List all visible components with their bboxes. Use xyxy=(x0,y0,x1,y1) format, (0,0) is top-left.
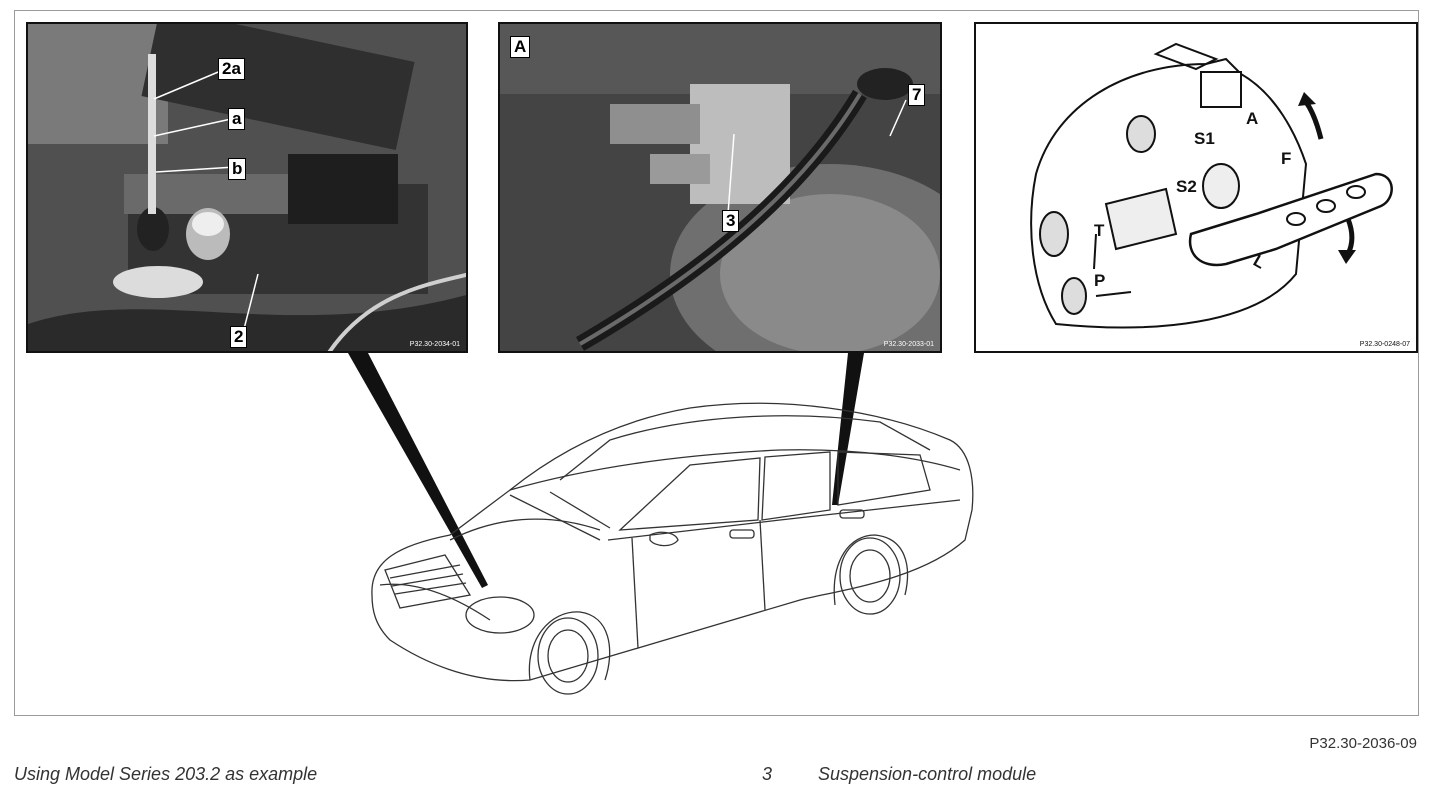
reservoir-photo: 2a a b 2 P32.30-2034-01 xyxy=(26,22,468,353)
port-f: F xyxy=(1281,149,1291,168)
callout-b: b xyxy=(228,158,247,180)
valve-drawing: S1 A F S2 T P L P32.30-0248-07 xyxy=(974,22,1418,353)
car-illustration xyxy=(371,402,974,695)
port-s2: S2 xyxy=(1176,177,1197,196)
photo-ref: P32.30-2033-01 xyxy=(883,341,934,348)
legend-text: Suspension-control module xyxy=(818,764,1037,784)
callout-a: a xyxy=(228,108,246,130)
figure-frame xyxy=(14,10,1419,716)
callout-2: 2 xyxy=(230,326,248,348)
callout-A: A xyxy=(510,36,531,58)
drawing-ref: P32.30-0248-07 xyxy=(1359,341,1410,348)
photo-ref: P32.30-2034-01 xyxy=(409,341,460,348)
figure-code: P32.30-2036-09 xyxy=(1309,735,1417,752)
callout-7: 7 xyxy=(908,84,926,106)
callout-2a: 2a xyxy=(218,58,245,80)
callout-3: 3 xyxy=(722,210,740,232)
port-t: T xyxy=(1094,221,1105,240)
legend-number: 3 xyxy=(762,764,773,784)
figure-caption: Using Model Series 203.2 as example xyxy=(14,764,318,784)
port-s1: S1 xyxy=(1194,129,1215,148)
arrow-down-icon xyxy=(1338,218,1356,264)
port-p: P xyxy=(1094,271,1105,290)
port-a: A xyxy=(1246,109,1258,128)
suspension-module-photo: A 3 7 P32.30-2033-01 xyxy=(498,22,942,353)
arrow-up-icon xyxy=(1298,92,1324,140)
